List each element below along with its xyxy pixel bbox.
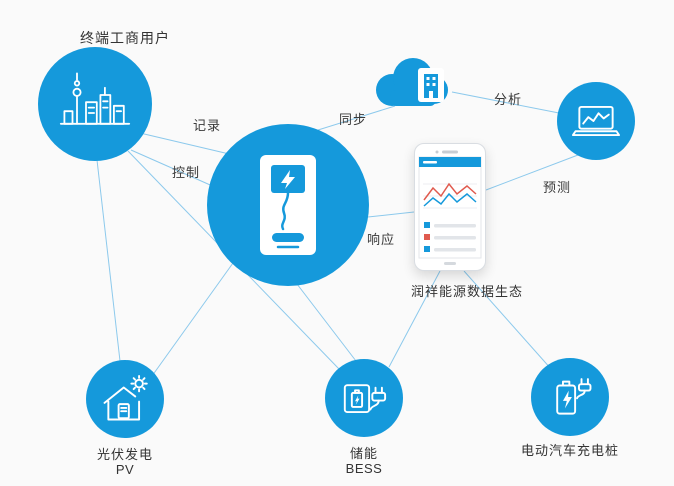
- connector-sync: [317, 105, 396, 131]
- battery-storage-plug-icon: [343, 384, 387, 414]
- smartphone-data-mockup: [414, 143, 486, 271]
- connector-control: [130, 149, 218, 189]
- label-pv-sub: PV: [115, 462, 135, 477]
- charging-pile-icon: [260, 155, 316, 255]
- node-pv: [86, 360, 164, 438]
- label-bess-sub: BESS: [345, 461, 383, 476]
- city-skyline-icon: [59, 72, 131, 125]
- connector-analyze: [451, 91, 560, 114]
- connector-phone-bess: [388, 270, 441, 368]
- edge-label-sync: 同步: [338, 112, 368, 127]
- connector-hub-pv: [151, 262, 234, 377]
- label-bess: 储能: [349, 446, 379, 461]
- connector-predict: [485, 154, 579, 191]
- edge-label-control: 控制: [171, 165, 201, 180]
- node-analysis: [557, 82, 635, 160]
- label-terminal-users: 终端工商用户: [80, 30, 170, 46]
- node-charging-hub: [207, 124, 369, 286]
- edge-label-respond: 响应: [366, 232, 396, 247]
- cloud-server-icon: [376, 58, 448, 106]
- ev-charger-battery-icon: [556, 378, 592, 415]
- node-terminal-users: [38, 47, 152, 161]
- connector-respond: [367, 211, 415, 218]
- edge-label-analyze: 分析: [493, 92, 523, 107]
- node-bess: [325, 359, 403, 437]
- connector-hub-bess: [296, 283, 357, 362]
- edge-label-record: 记录: [192, 118, 222, 133]
- connector-phone-ev: [463, 270, 553, 371]
- label-ev-charger: 电动汽车充电桩: [520, 443, 620, 458]
- laptop-analytics-icon: [572, 105, 620, 137]
- label-data-ecosystem: 润祥能源数据生态: [410, 284, 524, 299]
- phone-screen: [418, 150, 482, 265]
- node-ev-charger: [531, 358, 609, 436]
- edge-label-predict: 预测: [542, 180, 572, 195]
- node-cloud: [366, 50, 461, 120]
- solar-house-icon: [103, 375, 148, 421]
- label-pv: 光伏发电: [96, 447, 154, 462]
- connector-users-pv: [96, 159, 121, 362]
